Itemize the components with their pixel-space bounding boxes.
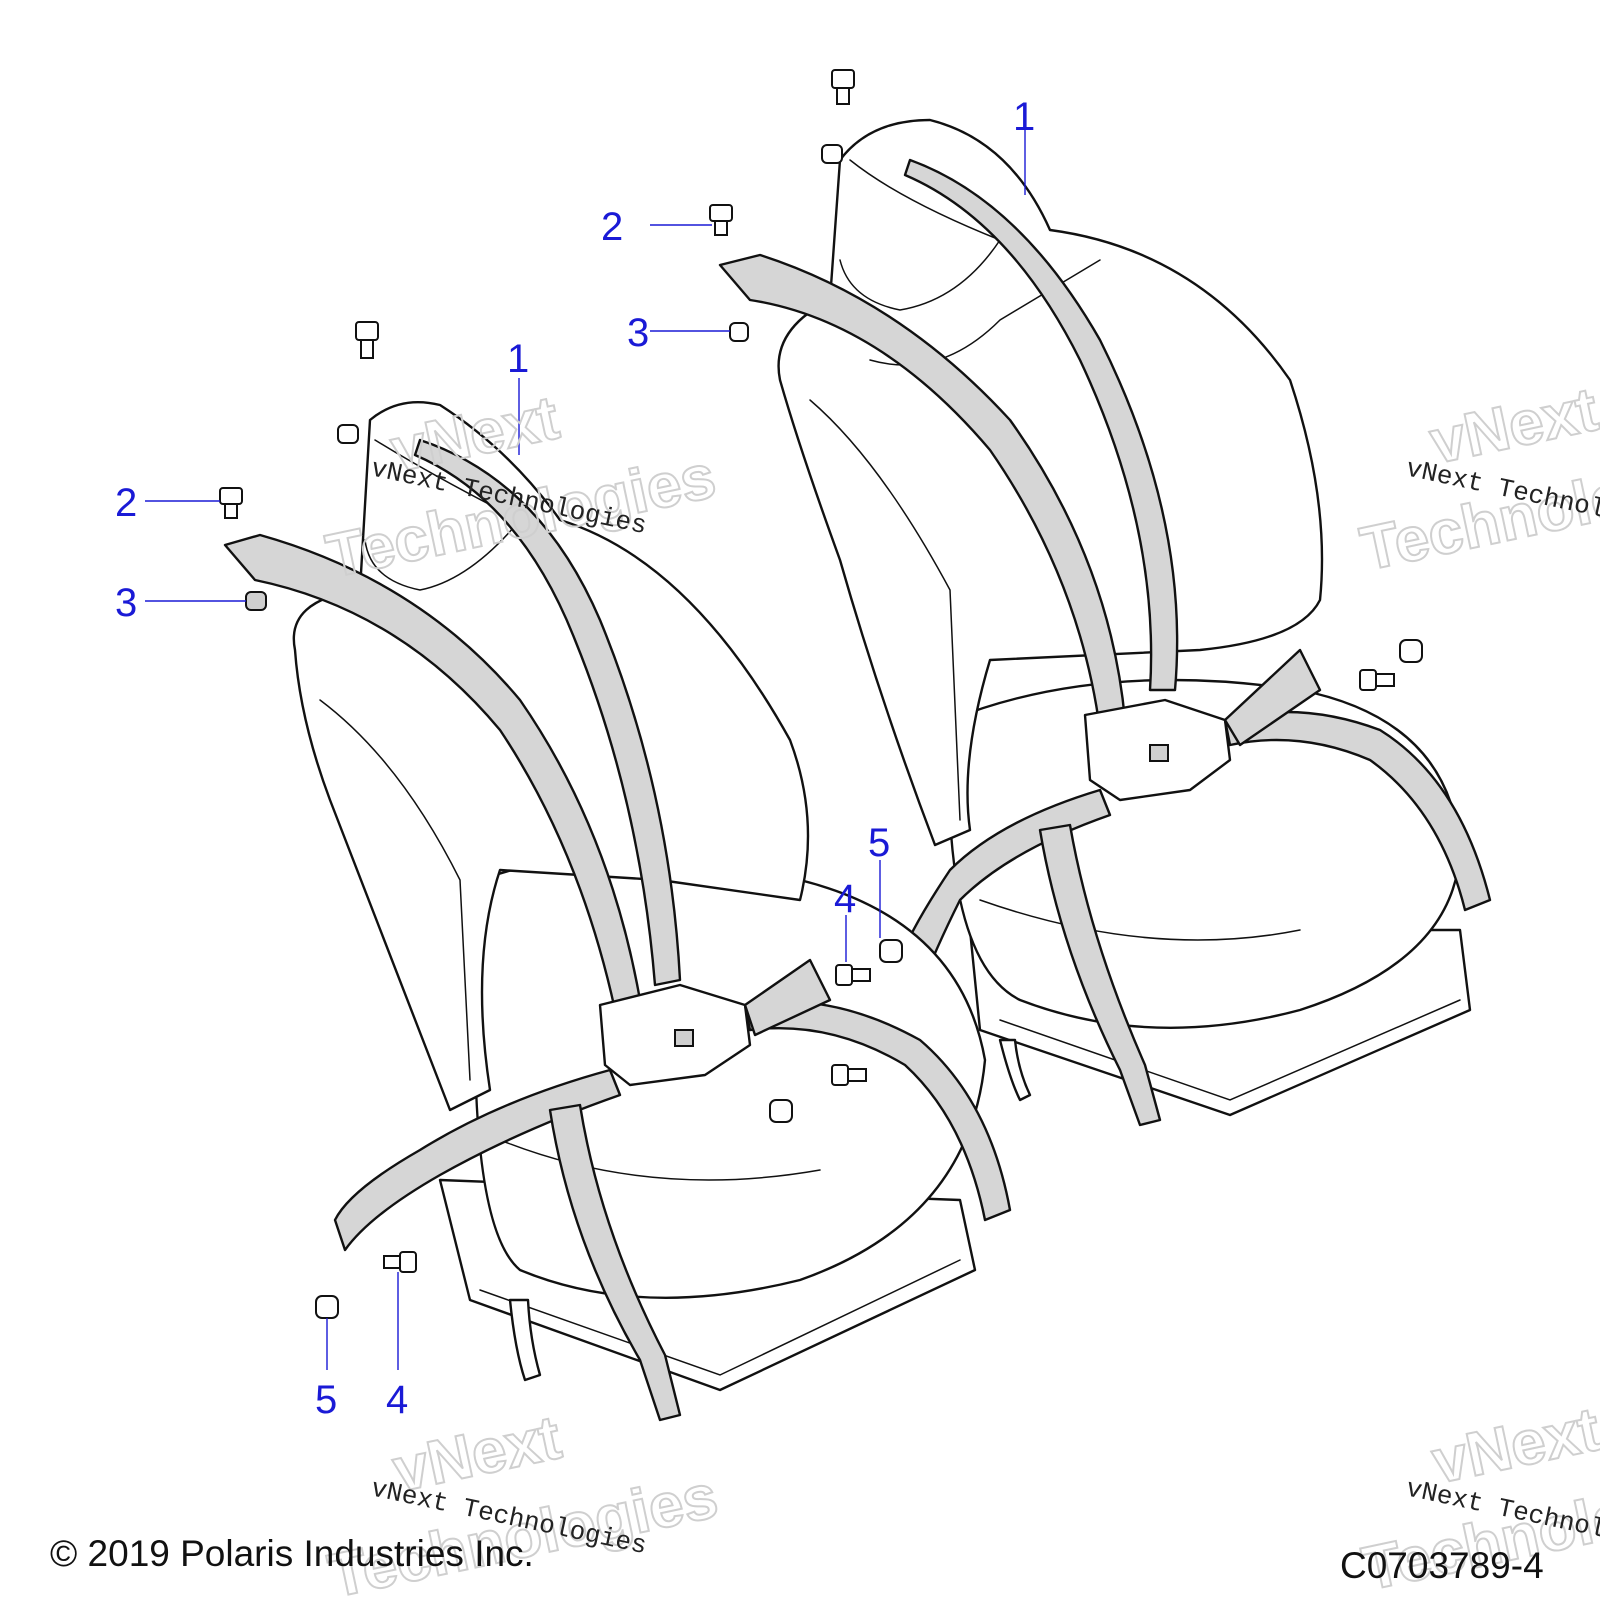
callout-right-3: 3 bbox=[627, 311, 649, 355]
callout-low-4: 4 bbox=[386, 1378, 408, 1422]
left-seat-belt-shoulder-right bbox=[413, 438, 682, 987]
bolt-left-top bbox=[355, 321, 379, 359]
left-seat-belt-lap-left bbox=[333, 1068, 622, 1252]
left-seat bbox=[223, 401, 1012, 1422]
right-seat-buckle-button bbox=[1149, 744, 1169, 762]
nut-low-5 bbox=[315, 1295, 339, 1319]
callout-low-5: 5 bbox=[315, 1378, 337, 1422]
nut-left-3 bbox=[245, 591, 267, 611]
left-seat-headrest bbox=[364, 439, 522, 591]
callouts: 1 2 3 1 2 3 4 5 4 5 bbox=[115, 95, 1035, 1422]
left-seat-back-edge bbox=[319, 699, 471, 1081]
callout-right-2: 2 bbox=[601, 205, 623, 249]
right-seat-belt-anchor-strap bbox=[1223, 648, 1322, 747]
callout-right-1: 1 bbox=[1013, 95, 1035, 139]
callout-mid-5: 5 bbox=[868, 821, 890, 865]
bolt-right-top bbox=[831, 69, 855, 105]
callout-mid-4: 4 bbox=[834, 877, 856, 921]
left-seat-buckle-button bbox=[674, 1029, 694, 1047]
left-seat-cushion-seam bbox=[499, 1139, 821, 1181]
right-seat-cushion-seam bbox=[979, 899, 1301, 941]
figure-code: C0703789-4 bbox=[1340, 1545, 1544, 1586]
bolt-left-floor bbox=[831, 1064, 867, 1086]
nut-mid-5 bbox=[879, 939, 903, 963]
callout-left-2: 2 bbox=[115, 481, 137, 525]
left-seat-strap-tab bbox=[508, 1298, 542, 1382]
left-seat-rail bbox=[479, 1259, 961, 1376]
right-seat-back-edge bbox=[809, 399, 961, 821]
nut-right-floor bbox=[1399, 639, 1423, 663]
hardware bbox=[219, 69, 1423, 1319]
nut-left-floor bbox=[769, 1099, 793, 1123]
callout-left-3: 3 bbox=[115, 581, 137, 625]
copyright-notice: © 2019 Polaris Industries Inc. bbox=[50, 1533, 534, 1574]
nut-right-top bbox=[821, 144, 843, 164]
right-seat-strap-tab bbox=[998, 1038, 1032, 1102]
bolt-right-2 bbox=[709, 204, 733, 236]
bolt-low-4 bbox=[383, 1251, 417, 1273]
right-seat-belt-shoulder-right bbox=[903, 158, 1179, 692]
right-seat-rail bbox=[999, 999, 1461, 1101]
bolt-left-2 bbox=[219, 487, 243, 519]
bolt-right-floor bbox=[1359, 669, 1395, 691]
left-seat-belt-crotch bbox=[548, 1103, 682, 1422]
callout-left-1: 1 bbox=[507, 337, 529, 381]
nut-left-top bbox=[337, 424, 359, 444]
right-seat-headrest bbox=[839, 159, 1002, 311]
bolt-mid-4 bbox=[835, 964, 871, 986]
nut-right-3 bbox=[729, 322, 749, 342]
left-seat-belt-anchor-strap bbox=[743, 958, 832, 1037]
right-seat-belt-crotch bbox=[1038, 823, 1162, 1127]
